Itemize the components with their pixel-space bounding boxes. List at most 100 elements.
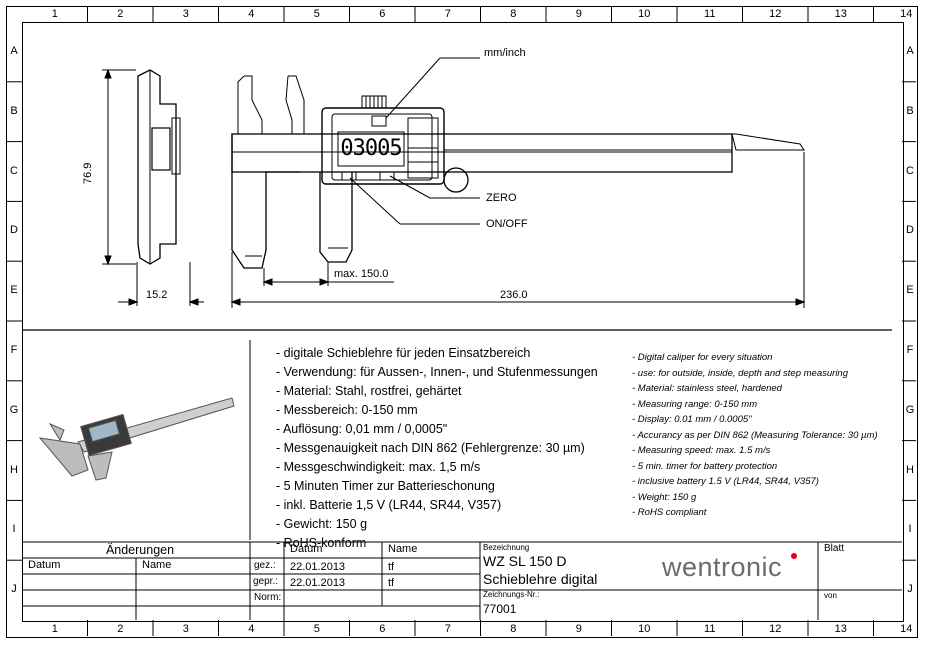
norm-label: Norm: [254,592,282,603]
dimension-range: max. 150.0 [334,268,389,280]
spec-line-en: - Material: stainless steel, hardened [632,383,782,394]
column-label-bottom: 7 [444,623,451,635]
spec-line-en: - Weight: 150 g [632,491,697,503]
gez-label: gez.: [254,560,276,571]
column-label-top: 10 [638,8,651,20]
product-code: WZ SL 150 D [483,553,567,569]
von-label: von [824,591,837,600]
spec-line-en: - Accurancy as per DIN 862 (Measuring To… [632,429,878,441]
spec-line-de: - 5 Minuten Timer zur Batterieschonung [276,479,495,493]
spec-line-de: - Messbereich: 0-150 mm [276,403,418,417]
bezeichnung-label: Bezeichnung [483,543,530,552]
caliper-display-value: 03005 [340,136,402,161]
dimension-length: 236.0 [500,289,528,301]
changes-col-datum: Datum [28,559,61,571]
wentronic-logo: wentronic [662,552,814,588]
label-mm-inch: mm/inch [484,47,526,59]
spec-line-de: - Messgeschwindigkeit: max. 1,5 m/s [276,460,481,474]
column-label-bottom: 11 [704,623,716,635]
spec-line-en: - Display: 0.01 mm / 0.0005" [632,414,752,425]
spec-line-de: - Messgenauigkeit nach DIN 862 (Fehlergr… [276,441,585,455]
row-label-right: C [906,164,914,177]
column-label-bottom: 3 [182,623,189,635]
column-label-bottom: 4 [248,623,255,635]
spec-line-de: - Material: Stahl, rostfrei, gehärtet [276,384,462,398]
changes-header: Änderungen [105,543,175,557]
column-label-bottom: 10 [638,623,651,635]
column-label-top: 4 [248,8,255,20]
spec-line-de: - inkl. Batterie 1,5 V (LR44, SR44, V357… [276,498,502,512]
logo-dot [791,553,797,559]
row-label-left: D [10,224,18,237]
row-label-right: B [906,104,914,117]
column-label-bottom: 9 [575,623,582,635]
row-label-left: F [10,343,18,356]
row-label-right: F [906,343,914,356]
logo-text: wentronic [662,552,783,582]
dimension-height: 76.9 [82,162,94,184]
spec-line-de: - digitale Schieblehre für jeden Einsatz… [276,346,531,360]
label-on-off: ON/OFF [486,218,528,230]
gez-name: tf [388,561,395,573]
gez-date: 22.01.2013 [290,561,346,573]
row-label-right: I [908,523,912,536]
gepr-name: tf [388,577,395,589]
spec-line-en: - RoHS compliant [632,507,707,518]
label-zero: ZERO [486,192,517,204]
spec-line-en: - Measuring speed: max. 1.5 m/s [632,445,771,456]
zeichnungs-label: Zeichnungs-Nr.: [483,590,540,599]
column-label-top: 6 [379,8,386,20]
spec-line-en: - 5 min. timer for battery protection [632,460,778,472]
column-label-bottom: 5 [313,623,320,635]
outer-frame [6,6,918,638]
column-label-top: 1 [51,8,58,20]
column-label-bottom: 12 [769,623,782,635]
row-label-left: C [10,164,18,177]
column-label-bottom: 14 [900,623,913,635]
spec-line-en: - inclusive battery 1.5 V (LR44, SR44, V… [632,476,819,487]
row-label-left: H [10,463,18,476]
row-label-left: I [12,523,16,536]
column-label-top: 7 [444,8,451,20]
column-label-bottom: 1 [51,623,58,635]
row-label-left: G [9,403,19,416]
row-label-left: E [10,284,18,297]
drawing-number: 77001 [483,602,517,616]
spec-line-en: - use: for outside, inside, depth and st… [632,367,848,379]
inner-frame [22,22,904,622]
column-label-bottom: 13 [834,623,847,635]
header-datum: Datum [290,543,323,555]
header-name: Name [388,543,418,555]
column-label-top: 5 [313,8,320,20]
changes-col-name: Name [142,559,172,571]
product-name: Schieblehre digital [483,571,598,587]
spec-line-en: - Measuring range: 0-150 mm [632,398,758,410]
dimension-thickness: 15.2 [146,289,168,301]
column-label-top: 9 [575,8,582,20]
row-label-right: G [905,403,915,416]
column-label-bottom: 2 [117,623,124,635]
row-label-left: B [10,104,18,117]
column-label-top: 12 [769,8,782,20]
column-label-top: 2 [117,8,124,20]
spec-line-de: - Verwendung: für Aussen-, Innen-, und S… [276,365,598,379]
row-label-right: D [906,224,914,237]
row-label-right: J [907,583,913,596]
row-label-left: J [11,583,17,596]
column-label-top: 8 [510,8,517,20]
column-label-bottom: 8 [510,623,517,635]
column-label-top: 13 [834,8,847,20]
row-label-left: A [10,44,18,57]
blatt-label: Blatt [824,543,845,554]
spec-line-de: - RoHS-konform [276,536,367,550]
column-label-top: 3 [182,8,189,20]
column-label-top: 14 [900,8,913,20]
row-label-right: A [906,44,914,57]
spec-line-de: - Gewicht: 150 g [276,517,368,531]
spec-line-de: - Auflösung: 0,01 mm / 0,0005" [276,422,448,436]
row-label-right: E [906,284,914,297]
gepr-label: gepr.: [253,576,279,587]
column-label-bottom: 6 [379,623,386,635]
spec-line-en: - Digital caliper for every situation [632,352,773,363]
